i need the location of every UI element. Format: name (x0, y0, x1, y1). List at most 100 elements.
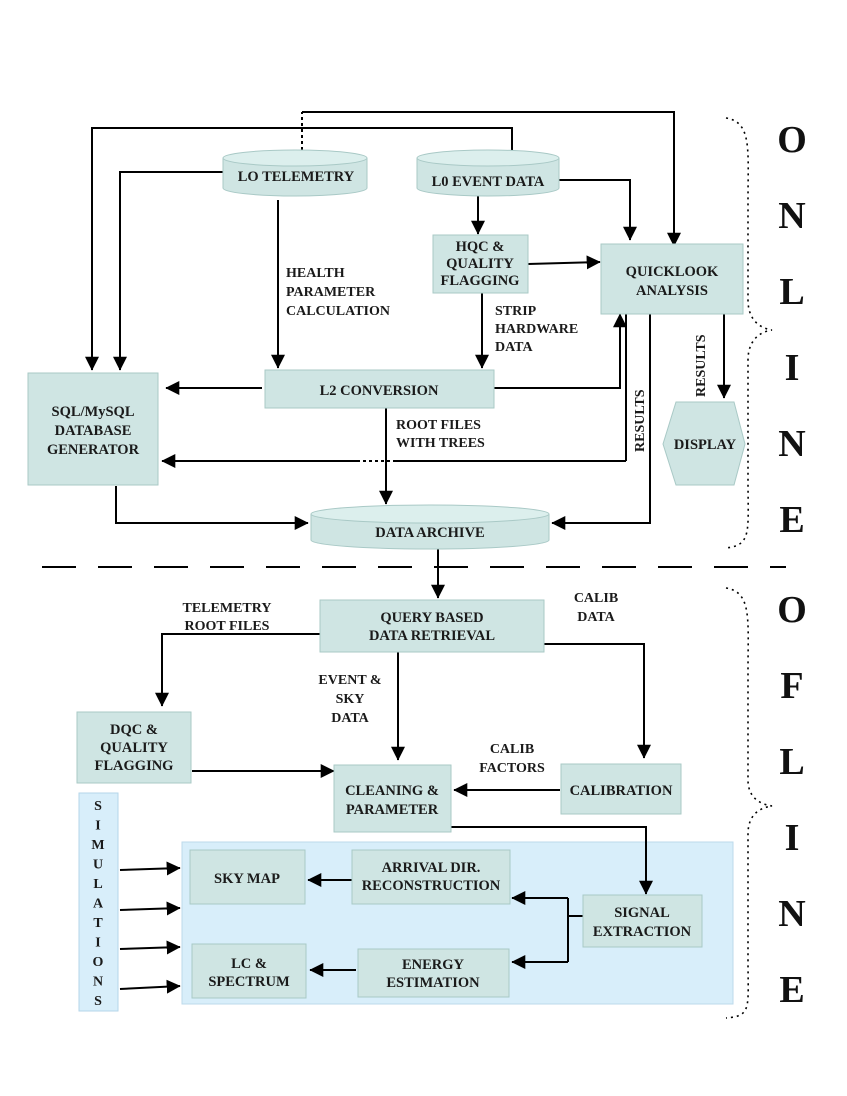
text-line: SPECTRUM (208, 974, 290, 990)
text-line: L0 EVENT DATA (432, 174, 545, 190)
text-line: U (93, 858, 103, 873)
text-line: EVENT & (318, 673, 381, 688)
cleaning-box (333, 764, 452, 833)
text-line: SKY MAP (214, 871, 280, 887)
cleaning-label: CLEANING & PARAMETER (345, 783, 439, 818)
text-line: O (777, 589, 807, 631)
text-line: STRIP (495, 304, 537, 319)
text-line: TELEMETRY (183, 601, 272, 616)
arrow-sim-4 (119, 979, 181, 994)
arrow-query-to-calibration (544, 643, 651, 759)
text-line: LO TELEMETRY (238, 169, 355, 185)
text-line: GENERATOR (47, 442, 140, 458)
text-line: QUICKLOOK (626, 264, 719, 280)
lc-spectrum-box (191, 943, 307, 999)
arrival-dir-box (351, 849, 511, 905)
text-line: EXTRACTION (593, 924, 692, 940)
arrow-cleaning-to-signal (450, 826, 653, 895)
l2-conversion-box (264, 369, 495, 409)
text-line: A (93, 897, 104, 912)
text-line: CALIB (490, 742, 534, 757)
text-line: S (94, 994, 102, 1009)
text-line: FACTORS (479, 761, 545, 776)
query-box (319, 599, 545, 653)
text-line: F (780, 665, 803, 707)
arrow-event-to-quicklook (558, 179, 637, 241)
l0-telemetry-cylinder: LO TELEMETRY (222, 149, 368, 197)
arrow-db-to-archive (115, 486, 309, 530)
arrival-dir-label: ARRIVAL DIR.RECONSTRUCTION (362, 860, 501, 894)
text-line: T (93, 916, 103, 931)
arrow-sim-2 (119, 901, 181, 916)
calibration-box (560, 763, 682, 815)
text-line: ENERGY (402, 957, 465, 973)
sky-map-box (189, 849, 306, 905)
text-line: I (785, 817, 800, 859)
text-line: ROOT FILES (185, 619, 270, 634)
arrow-l2-to-quicklook (494, 313, 627, 389)
text-line: QUERY BASED (380, 610, 483, 626)
arrow-event-to-db (85, 127, 513, 371)
arrow-query-to-dqc (155, 633, 320, 707)
online-brace (725, 117, 773, 549)
text-line: DATABASE (55, 423, 132, 439)
energy-box (357, 948, 510, 998)
calib-factors-note: CALIB FACTORS (479, 742, 545, 776)
signal-extraction-label: SIGNAL EXTRACTION (593, 905, 692, 940)
text-line: PARAMETER (346, 802, 439, 818)
text-line: QUALITY (100, 740, 168, 756)
sky-map-label: SKY MAP (214, 871, 280, 887)
text-line: I (95, 936, 100, 951)
text-line: N (778, 893, 805, 935)
text-line: ROOT FILES (396, 418, 481, 433)
calibration-label: CALIBRATION (570, 783, 673, 799)
arrow-sim-3 (119, 940, 181, 955)
root-files-note: ROOT FILES WITH TREES (396, 418, 485, 451)
text-line: E (779, 969, 804, 1011)
dqc-box (76, 711, 192, 784)
text-line: DATA (495, 340, 533, 355)
sql-db-box (27, 372, 159, 486)
text-line: M (91, 838, 104, 853)
text-line: WITH TREES (396, 436, 485, 451)
l0-telemetry-label: LO TELEMETRY (238, 169, 355, 185)
text-line: ARRIVAL DIR. (382, 860, 481, 876)
text-line: CALIBRATION (570, 783, 673, 799)
data-archive-label: DATA ARCHIVE (375, 525, 484, 541)
telemetry-root-note: TELEMETRY ROOT FILES (183, 601, 272, 634)
text-line: LC & (231, 956, 267, 972)
text-line: PARAMETER (286, 285, 376, 300)
text-line: CALCULATION (286, 304, 390, 319)
text-line: DATA ARCHIVE (375, 525, 484, 541)
signal-extraction-box (582, 894, 703, 948)
arrow-telemetry-to-db (113, 171, 228, 371)
text-line: N (778, 195, 805, 237)
display-label: DISPLAY (674, 437, 737, 453)
text-line: ANALYSIS (636, 283, 708, 299)
text-line: CLEANING & (345, 783, 439, 799)
text-line: DATA (331, 711, 369, 726)
text-line: L (779, 741, 804, 783)
display-box (662, 401, 746, 486)
text-line: SIGNAL (614, 905, 670, 921)
text-line: L (779, 271, 804, 313)
quicklook-box (600, 243, 744, 315)
text-line: L2 CONVERSION (320, 383, 439, 399)
connectors (85, 111, 731, 994)
lc-spectrum-label: LC & SPECTRUM (208, 956, 290, 990)
text-line: DATA RETRIEVAL (369, 628, 495, 644)
text-line: DQC & (110, 722, 158, 738)
text-line: SKY (336, 692, 365, 707)
l0-event-data-label: L0 EVENT DATA (432, 174, 545, 190)
l0-event-data-cylinder: L0 EVENT DATA (416, 149, 560, 197)
